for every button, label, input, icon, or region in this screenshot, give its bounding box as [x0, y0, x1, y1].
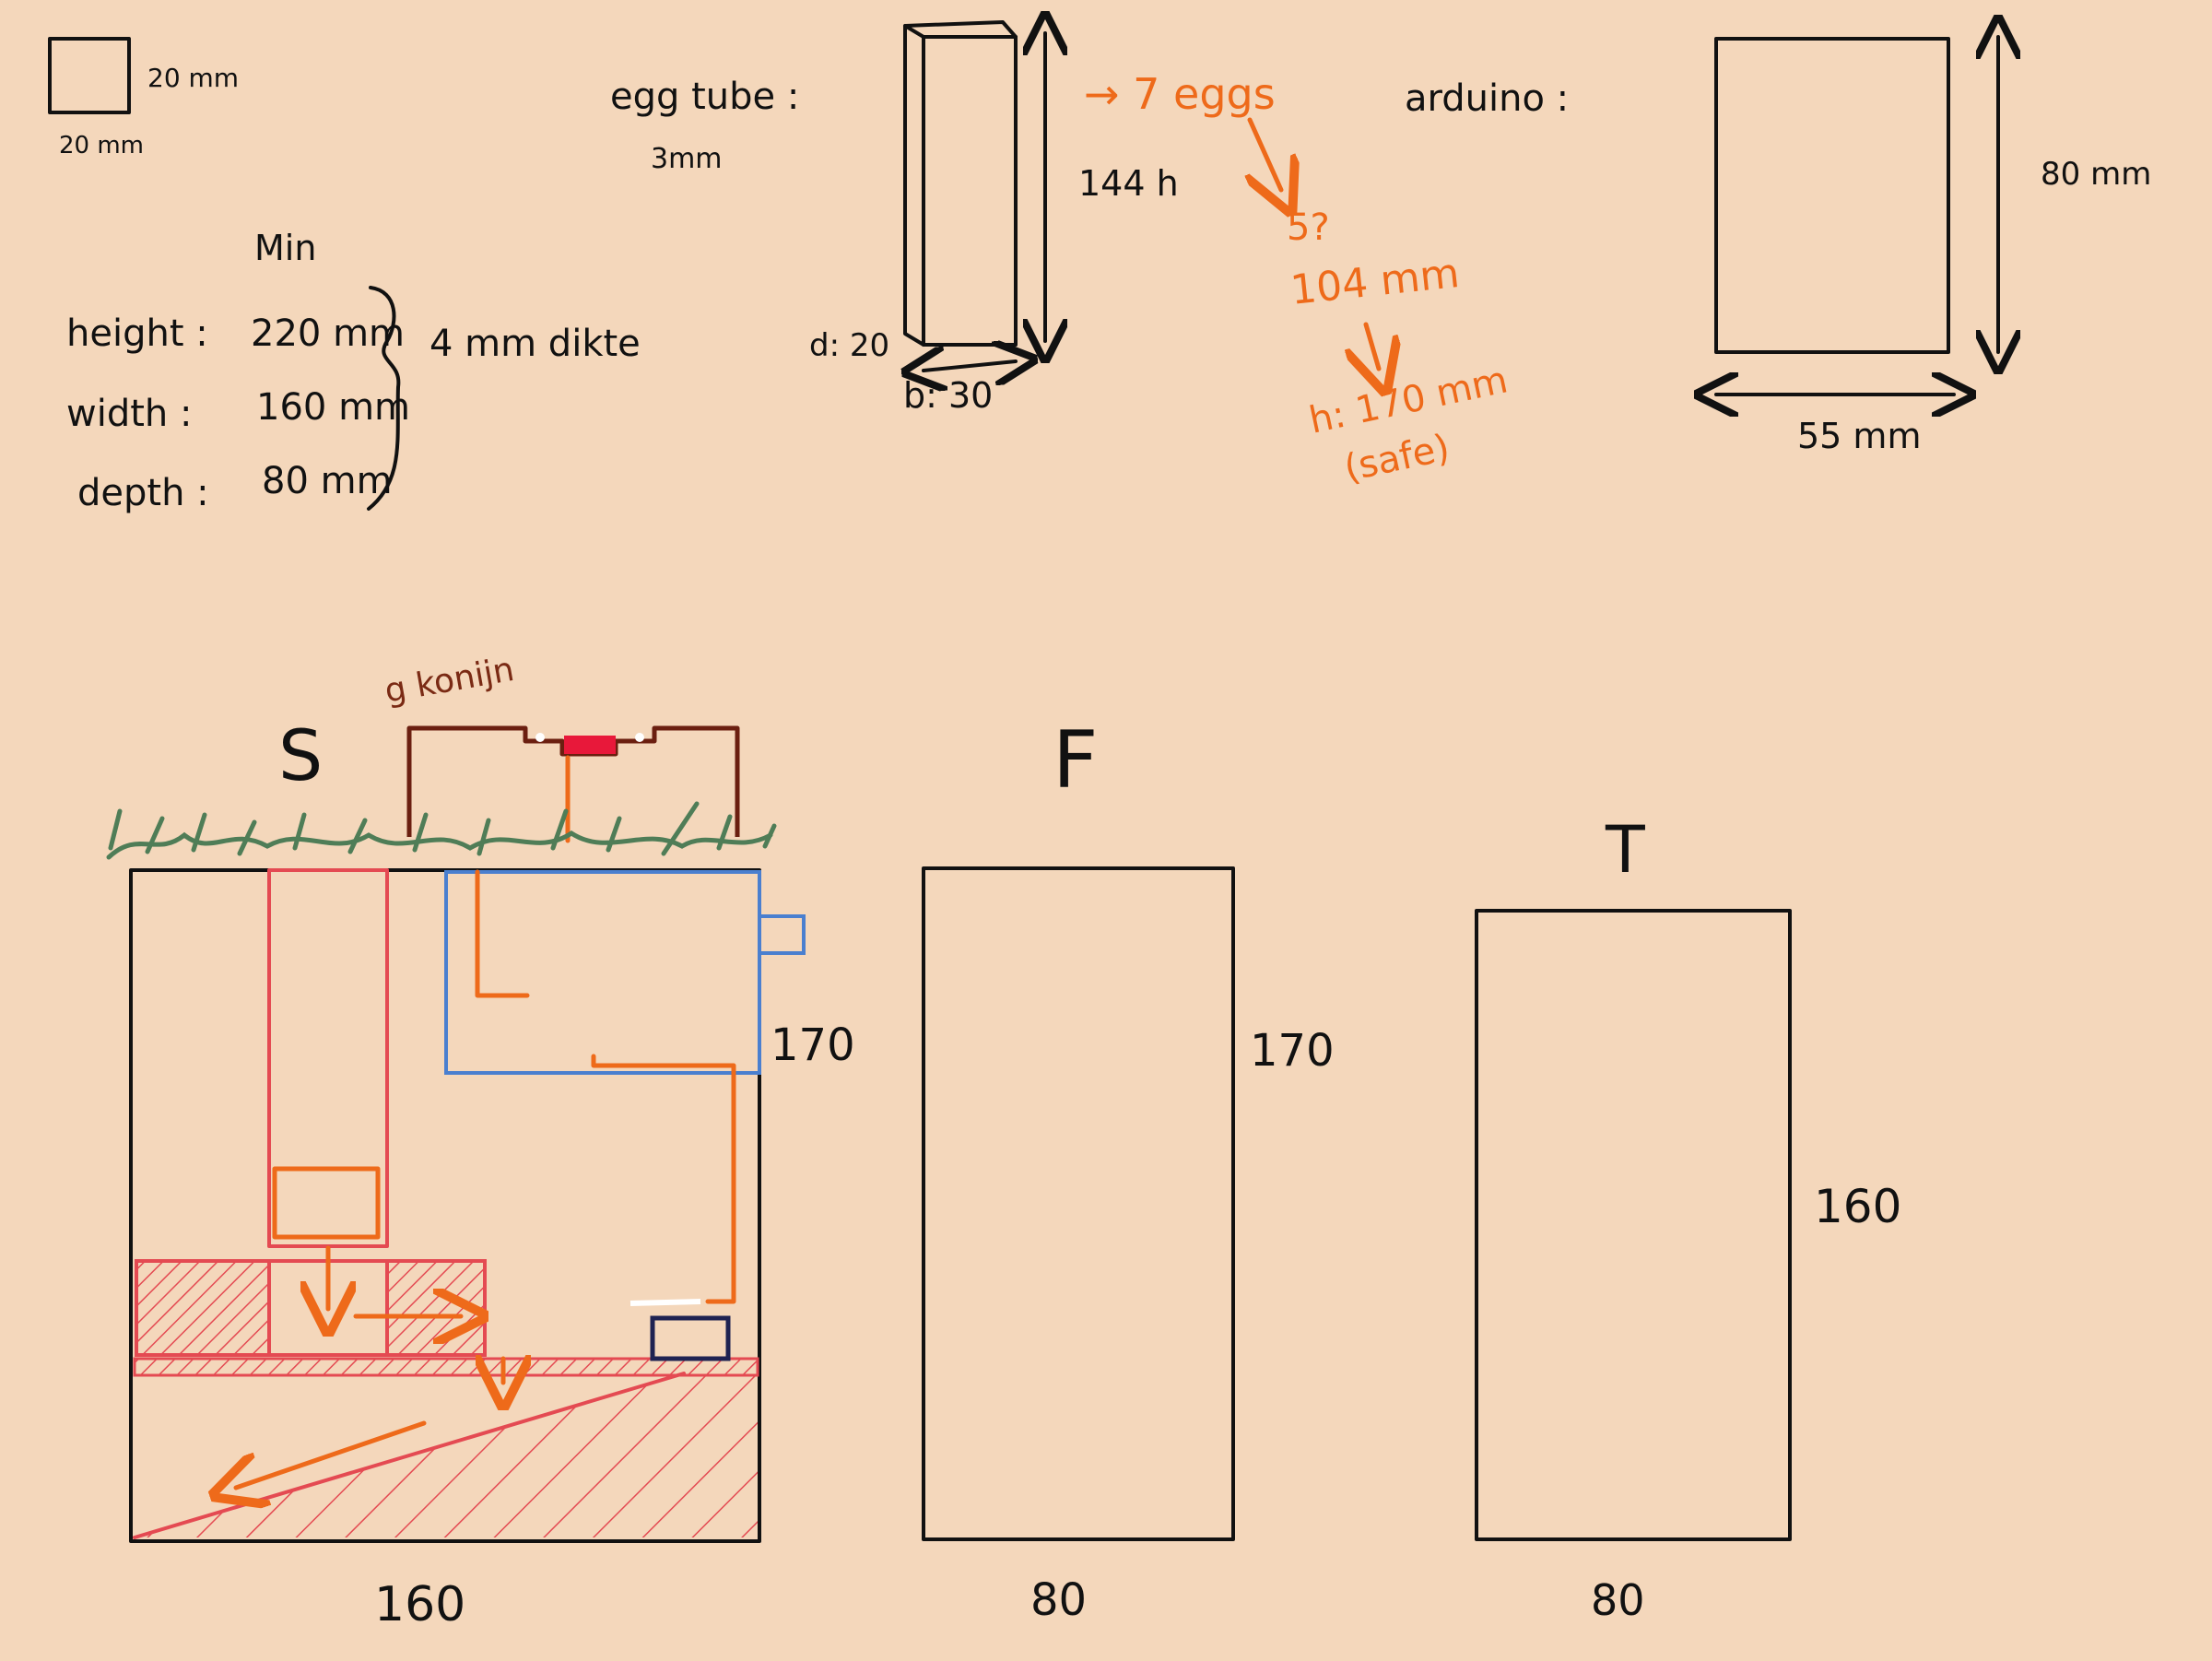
egg-note-count: → 7 eggs [1084, 69, 1276, 119]
min-row-width-label: width : [66, 393, 192, 435]
top-view-width-label: 80 [1591, 1575, 1645, 1625]
min-brace [367, 286, 401, 511]
roof-switch [564, 736, 616, 754]
min-row-depth-label: depth : [77, 472, 209, 514]
side-shelf [133, 1357, 759, 1377]
square-side-label: 20 mm [147, 63, 239, 93]
side-view-width-label: 160 [374, 1577, 465, 1632]
egg-note-safe: (safe) [1341, 427, 1453, 490]
side-arduino-port [758, 914, 806, 955]
side-ramp [133, 1372, 686, 1539]
front-view-height-label: 170 [1250, 1025, 1335, 1077]
arduino-box [1714, 37, 1950, 354]
egg-note-arrow-1 [1250, 117, 1281, 190]
side-view-roof-label: g konijn [382, 651, 517, 711]
arduino-width-label: 55 mm [1797, 416, 1921, 456]
min-row-height-value: 220 mm [251, 312, 405, 355]
min-header: Min [254, 228, 316, 268]
side-block-left [135, 1259, 271, 1357]
egg-note-arrow-2 [1366, 322, 1379, 369]
front-view-width-label: 80 [1030, 1574, 1087, 1626]
side-ramp-fill [135, 1375, 758, 1537]
top-view-height-label: 160 [1814, 1180, 1901, 1233]
min-row-width-value: 160 mm [256, 386, 410, 429]
square-bottom-label: 20 mm [59, 132, 144, 159]
side-egg [272, 1166, 381, 1240]
front-view-outline [922, 866, 1235, 1541]
side-wire-arduino-2 [591, 1054, 736, 1304]
egg-tube-title: egg tube : [610, 76, 799, 118]
egg-tube-subtitle: 3mm [651, 143, 723, 175]
min-brace-note: 4 mm dikte [429, 323, 641, 365]
min-row-height-label: height : [66, 312, 208, 355]
egg-tube-box [903, 20, 1018, 347]
egg-tube-width-label: b: 30 [903, 375, 993, 416]
top-view-title: T [1605, 812, 1645, 888]
side-egg-tube [267, 868, 389, 1248]
side-arduino-box [444, 870, 761, 1075]
side-arrow-ramp [236, 1420, 427, 1488]
side-view-height-label: 170 [771, 1019, 855, 1071]
egg-tube-height-label: 144 h [1078, 163, 1179, 204]
egg-tube-width-arrow [924, 361, 1016, 371]
egg-note-question: 5? [1287, 206, 1330, 249]
egg-tube-depth-label: d: 20 [809, 327, 889, 364]
reference-square [48, 37, 131, 114]
side-view-title: S [278, 714, 323, 796]
arduino-title: arduino : [1405, 77, 1569, 120]
side-sensor [650, 1315, 731, 1361]
side-wire-arduino-1 [475, 869, 530, 998]
side-sensor-lever [629, 1299, 701, 1306]
egg-note-length: 104 mm [1288, 250, 1462, 314]
min-row-depth-value: 80 mm [262, 460, 393, 502]
grass [106, 801, 777, 860]
side-block-right [385, 1259, 487, 1357]
top-view-outline [1475, 909, 1792, 1541]
egg-note-height: h: 170 mm [1306, 359, 1512, 442]
arduino-height-label: 80 mm [2041, 156, 2151, 193]
front-view-title: F [1053, 714, 1098, 807]
roof-frame [406, 725, 740, 837]
